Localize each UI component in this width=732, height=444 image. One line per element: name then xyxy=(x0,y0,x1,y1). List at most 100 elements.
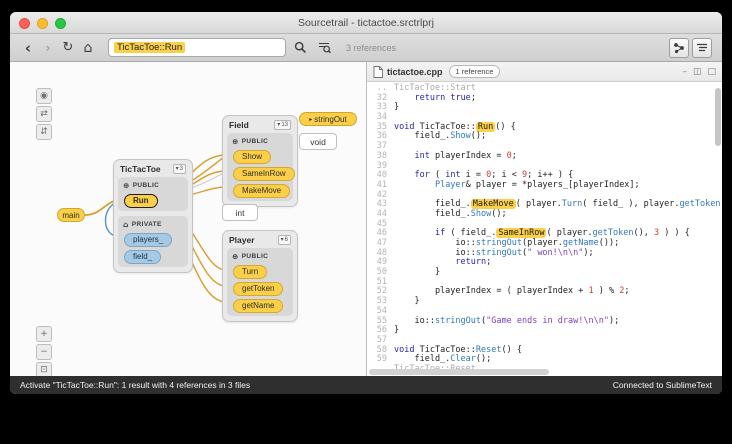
graph-view-button[interactable] xyxy=(669,38,689,58)
search-icon[interactable] xyxy=(291,38,310,57)
main-toolbar: ‹ › ↻ ⌂ TicTacToe::Run 3 references xyxy=(10,34,722,62)
graph-node-makemove[interactable]: MakeMove xyxy=(233,184,290,198)
graph-node-stringout[interactable]: ▸ stringOut xyxy=(299,112,357,126)
graph-node-int[interactable]: int xyxy=(222,204,258,221)
code-panel: tictactoe.cpp 1 reference – ◫ □ ..TicTac… xyxy=(367,62,722,376)
graph-node-field[interactable]: Field ▾13 ⊕PUBLIC ShowSameInRowMakeMove xyxy=(222,115,298,207)
window-title: Sourcetrail - tictactoe.srctrlprj xyxy=(298,17,434,29)
minimize-button[interactable] xyxy=(37,18,48,29)
collapse-badge[interactable]: ▾3 xyxy=(173,164,186,174)
graph-node-gettoken[interactable]: getToken xyxy=(233,282,283,296)
back-button[interactable]: ‹ xyxy=(18,38,38,58)
graph-node-player[interactable]: Player ▾6 ⊕PUBLIC Turn getToken getName xyxy=(222,230,298,322)
overview-button[interactable]: ⌂ xyxy=(78,38,98,58)
code-view[interactable]: ..TicTacToe::Start32 return true;33}3435… xyxy=(367,82,722,376)
graph-node-sameinrow[interactable]: SameInRow xyxy=(233,167,295,181)
code-symbol[interactable]: MakeMove xyxy=(471,199,516,209)
maximize-snippet-icon[interactable]: □ xyxy=(707,67,716,77)
code-line: 33} xyxy=(367,103,722,113)
code-file-header: tictactoe.cpp 1 reference – ◫ □ xyxy=(367,62,722,82)
globe-icon: ⊕ xyxy=(232,137,239,146)
section-header: ⊕PUBLIC xyxy=(227,249,293,262)
collapse-badge[interactable]: ▾13 xyxy=(274,120,291,130)
code-symbol[interactable]: stringOut xyxy=(435,316,481,326)
expand-icon: ▸ xyxy=(309,116,312,123)
code-view-button[interactable] xyxy=(692,38,712,58)
graph-node-field_[interactable]: field_ xyxy=(124,250,161,264)
code-symbol[interactable]: stringOut xyxy=(476,238,522,248)
node-title: Player xyxy=(229,235,255,245)
code-line: 56} xyxy=(367,326,722,336)
access-section-public: ⊕PUBLIC ShowSameInRowMakeMove xyxy=(227,133,293,201)
code-symbol[interactable]: Player xyxy=(435,180,466,190)
file-name[interactable]: tictactoe.cpp xyxy=(387,67,443,77)
sourcetrail-window: Sourcetrail - tictactoe.srctrlprj ‹ › ↻ … xyxy=(10,12,722,394)
code-symbol[interactable]: Show xyxy=(471,209,491,219)
snippet-mode-icon[interactable]: ◫ xyxy=(693,67,702,77)
collapse-badge[interactable]: ▾6 xyxy=(278,235,291,245)
section-label: PRIVATE xyxy=(132,221,162,228)
zoom-button[interactable] xyxy=(55,18,66,29)
file-reference-badge: 1 reference xyxy=(449,65,501,78)
fulltext-search-icon[interactable] xyxy=(315,38,334,57)
graph-node-getname[interactable]: getName xyxy=(233,299,283,313)
code-line: 41 Player& player = *players_[playerInde… xyxy=(367,181,722,191)
main-content: ◉ ⇄ ⇵ + − ⊡ main TicTacToe ▾3 xyxy=(10,62,722,376)
graph-node-tictactoe[interactable]: TicTacToe ▾3 ⊕PUBLIC Run ⌂PRIVATE players_f… xyxy=(113,159,193,273)
scrollbar-thumb[interactable] xyxy=(715,88,721,146)
status-message: Activate "TicTacToe::Run": 1 result with… xyxy=(20,380,250,390)
graph-node-void[interactable]: void xyxy=(299,133,337,150)
ide-connection-status[interactable]: Connected to SublimeText xyxy=(613,380,712,390)
graph-node-turn[interactable]: Turn xyxy=(233,265,267,279)
code-line: 55 io::stringOut("Game ends in draw!\n\n… xyxy=(367,317,722,327)
graph-node-players_[interactable]: players_ xyxy=(124,233,172,247)
view-toggle-group xyxy=(669,38,712,58)
globe-icon: ⊕ xyxy=(123,181,130,190)
search-value[interactable]: TicTacToe::Run xyxy=(114,42,185,53)
scrollbar-thumb[interactable] xyxy=(369,369,549,375)
code-line: 44 field_.Show(); xyxy=(367,210,722,220)
code-symbol[interactable]: stringOut xyxy=(476,248,522,258)
horizontal-scrollbar[interactable] xyxy=(369,369,709,375)
reference-count-label: 3 references xyxy=(346,43,396,53)
graph-panel[interactable]: ◉ ⇄ ⇵ + − ⊡ main TicTacToe ▾3 xyxy=(10,62,367,376)
file-icon xyxy=(373,66,383,78)
node-title: TicTacToe xyxy=(120,164,161,174)
section-header: ⊕PUBLIC xyxy=(227,134,293,147)
code-symbol[interactable]: Turn xyxy=(562,199,582,209)
search-field[interactable]: TicTacToe::Run xyxy=(108,38,286,57)
refresh-button[interactable]: ↻ xyxy=(58,38,78,58)
code-line: 32 return true; xyxy=(367,94,722,104)
code-symbol[interactable]: Show xyxy=(450,131,470,141)
code-symbol[interactable]: Run xyxy=(476,122,495,132)
minimize-snippet-icon[interactable]: – xyxy=(682,67,687,77)
section-label: PUBLIC xyxy=(242,253,269,260)
graph-node-run[interactable]: Run xyxy=(124,194,158,208)
code-symbol[interactable]: SameInRow xyxy=(496,228,546,238)
section-header: ⌂PRIVATE xyxy=(118,217,188,230)
code-symbol[interactable]: getName xyxy=(563,238,599,248)
forward-button[interactable]: › xyxy=(38,38,58,58)
home-icon: ⌂ xyxy=(123,220,129,229)
code-line: 38 int playerIndex = 0; xyxy=(367,152,722,162)
code-symbol[interactable]: Clear xyxy=(450,354,476,364)
node-title: Field xyxy=(229,120,249,130)
close-button[interactable] xyxy=(19,18,30,29)
status-bar: Activate "TicTacToe::Run": 1 result with… xyxy=(10,376,722,394)
globe-icon: ⊕ xyxy=(232,252,239,261)
code-symbol[interactable]: Reset xyxy=(476,345,502,355)
access-section-private: ⌂PRIVATE players_ field_ xyxy=(118,216,188,267)
code-line: 36 field_.Show(); xyxy=(367,132,722,142)
access-section-public: ⊕PUBLIC Turn getToken getName xyxy=(227,248,293,316)
code-line: 50 } xyxy=(367,268,722,278)
traffic-lights xyxy=(19,12,66,34)
access-section-public: ⊕PUBLIC Run xyxy=(118,177,188,211)
section-label: PUBLIC xyxy=(133,182,160,189)
title-bar[interactable]: Sourcetrail - tictactoe.srctrlprj xyxy=(10,12,722,34)
graph-node-show[interactable]: Show xyxy=(233,150,271,164)
section-label: PUBLIC xyxy=(242,138,269,145)
graph-node-main[interactable]: main xyxy=(57,208,85,222)
vertical-scrollbar[interactable] xyxy=(715,85,721,370)
code-symbol[interactable]: getToken xyxy=(593,228,634,238)
